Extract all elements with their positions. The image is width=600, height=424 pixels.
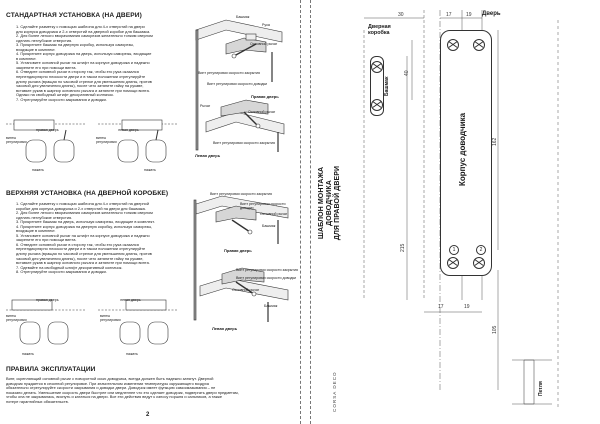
cut-line bbox=[310, 0, 311, 424]
top-mini-press-2: нажать bbox=[126, 352, 138, 356]
std-mini-press: нажать bbox=[32, 168, 44, 172]
dim-17: 17 bbox=[446, 12, 452, 18]
std-osn-lever-label: Основной рычаг bbox=[248, 110, 276, 114]
top-steps: 1. Сделайте разметку с помощью шаблона д… bbox=[16, 201, 155, 275]
fold-line bbox=[300, 0, 301, 424]
top-screw-adj2-label: Винт регулировки скорости закрытия bbox=[236, 268, 298, 272]
frame-label: Дверная коробка bbox=[368, 24, 391, 36]
std-screw-adj2-label: Винт регулировки скорости закрытия bbox=[213, 141, 275, 145]
top-right-door-label: Правая дверь bbox=[224, 248, 252, 253]
dim-162: 162 bbox=[492, 137, 498, 146]
dim-19: 19 bbox=[466, 12, 472, 18]
top-mini-screws: винты регулировки bbox=[6, 314, 27, 322]
standard-illustration bbox=[195, 19, 285, 152]
standard-mini-diagrams bbox=[6, 119, 178, 163]
standard-steps: 1. Сделайте разметку с помощью шаблона д… bbox=[16, 24, 153, 102]
body-screw-2 bbox=[473, 39, 485, 51]
hinge-label: Петля bbox=[538, 381, 544, 396]
top-left-door-label: Левая дверь bbox=[212, 326, 238, 331]
top-mini-right-door: правая дверь bbox=[36, 298, 59, 302]
top-mini-left-door: левая дверь bbox=[120, 298, 141, 302]
dim-30: 30 bbox=[398, 12, 404, 18]
top-title: ВЕРХНЯЯ УСТАНОВКА (НА ДВЕРНОЙ КОРОБКЕ) bbox=[6, 190, 169, 197]
top-bashmak2-label: Башмак bbox=[264, 304, 278, 308]
top-mini-press: нажать bbox=[22, 352, 34, 356]
closer-body-template bbox=[440, 30, 492, 276]
brand-logo: CORSA DECO bbox=[332, 371, 337, 412]
top-screw-dov-label: Винт регулировки скорости доводки bbox=[240, 202, 286, 210]
std-lever2-label: Рычаг bbox=[200, 104, 211, 108]
left-page: СТАНДАРТНАЯ УСТАНОВКА (НА ДВЕРИ) 1. Сдел… bbox=[6, 12, 298, 418]
std-right-door-label: Правая дверь bbox=[251, 94, 279, 99]
std-mini-left-door: левая дверь bbox=[118, 128, 139, 132]
top-screw-dov2-label: Винт регулировки скорости доводки bbox=[236, 276, 297, 280]
top-bashmak-label: Башмак bbox=[262, 224, 276, 228]
marker-1: 1 bbox=[449, 245, 459, 255]
dim-19-bottom: 19 bbox=[464, 304, 470, 310]
bashmak-template bbox=[370, 56, 384, 116]
top-mini-diagrams bbox=[6, 299, 178, 345]
closer-body-label: Корпус доводчика bbox=[458, 112, 467, 186]
right-page: ШАБЛОН МОНТАЖА ДОВОДЧИКА ДЛЯ ПРАВОЙ ДВЕР… bbox=[312, 0, 600, 424]
rules-text: Винт, скрепляющий основной рычаг с повор… bbox=[6, 376, 239, 404]
std-mini-screws: винты регулировки bbox=[6, 136, 27, 144]
body-screw-1 bbox=[447, 39, 459, 51]
page-number: 2 bbox=[146, 412, 150, 418]
dim-105: 105 bbox=[492, 325, 498, 334]
std-screw-dov-label: Винт регулировки скорости доводки bbox=[207, 82, 268, 86]
top-lever-label: Основной рычаг bbox=[260, 212, 288, 216]
std-ruka-label: Рука bbox=[262, 23, 270, 27]
std-mini-screws-2: винты регулировки bbox=[96, 136, 117, 144]
std-mini-press-2: нажать bbox=[144, 168, 156, 172]
dim-215: 215 bbox=[400, 243, 406, 252]
std-left-door-label: Левая дверь bbox=[195, 153, 221, 158]
std-screw-adj-label: Винт регулировки скорости закрытия bbox=[198, 71, 260, 75]
standard-title: СТАНДАРТНАЯ УСТАНОВКА (НА ДВЕРИ) bbox=[6, 12, 142, 19]
dim-17-bottom: 17 bbox=[438, 304, 444, 310]
bashmak-label: Башмак bbox=[384, 76, 390, 96]
body-screw-3 bbox=[447, 257, 459, 269]
top-screw-adj-label: Винт регулировки скорости закрытия bbox=[210, 192, 272, 196]
std-mini-right-door: правая дверь bbox=[36, 128, 59, 132]
top-lever2-label: Основной рычаг bbox=[232, 288, 260, 292]
std-bashmak-label: Башмак bbox=[236, 15, 250, 19]
rules-title: ПРАВИЛА ЭКСПЛУАТАЦИИ bbox=[6, 366, 96, 373]
top-mini-screws-2: винты регулировки bbox=[100, 314, 121, 322]
dim-40: 40 bbox=[404, 70, 410, 76]
marker-2: 2 bbox=[476, 245, 486, 255]
top-illustration bbox=[193, 195, 289, 322]
bashmak-screw-top bbox=[371, 61, 383, 73]
body-screw-4 bbox=[473, 257, 485, 269]
bashmak-screw-bottom bbox=[371, 99, 383, 111]
std-lever-label: Основной рычаг bbox=[250, 42, 278, 46]
door-label: Дверь bbox=[482, 11, 501, 17]
